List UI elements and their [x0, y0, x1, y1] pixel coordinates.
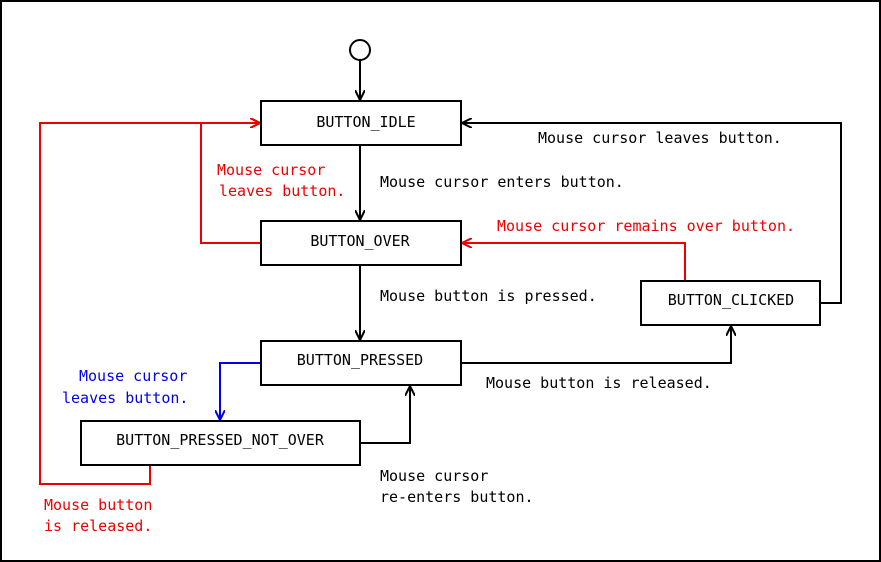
- label-over-to-pressed: Mouse button is pressed.: [380, 287, 597, 305]
- label-over-to-idle-line1: Mouse cursor: [217, 161, 325, 179]
- arrow-clicked-to-idle: [463, 123, 842, 304]
- state-label-pressed: BUTTON_PRESSED: [297, 351, 423, 369]
- state-label-idle: BUTTON_IDLE: [316, 113, 415, 131]
- state-box-idle: [260, 100, 462, 146]
- state-label-pressed-not-over: BUTTON_PRESSED_NOT_OVER: [116, 431, 325, 449]
- arrow-clicked-to-over: [463, 243, 686, 280]
- arrow-pno-to-pressed: [361, 387, 410, 444]
- label-pno-to-pressed-line2: re-enters button.: [380, 488, 534, 506]
- state-label-clicked: BUTTON_CLICKED: [668, 291, 794, 309]
- state-box-pressed-not-over: [80, 420, 361, 466]
- state-box-pressed: [260, 340, 462, 386]
- label-pressed-to-pno-line1: Mouse cursor: [79, 367, 187, 385]
- state-label-over: BUTTON_OVER: [310, 232, 410, 250]
- arrow-pressed-to-clicked: [462, 327, 731, 364]
- label-over-to-idle-line2: leaves button.: [219, 182, 345, 200]
- arrow-pno-to-idle: [39, 123, 259, 485]
- label-clicked-to-idle: Mouse cursor leaves button.: [538, 129, 782, 147]
- label-clicked-to-over: Mouse cursor remains over button.: [497, 217, 795, 235]
- label-pno-to-idle-line2: is released.: [44, 517, 152, 535]
- state-box-clicked: [640, 280, 821, 326]
- label-pno-to-idle-line1: Mouse button: [44, 496, 152, 514]
- initial-state-node: [349, 39, 371, 61]
- state-box-over: [260, 220, 462, 266]
- label-idle-to-over: Mouse cursor enters button.: [380, 173, 624, 191]
- arrow-pressed-to-pno: [220, 362, 260, 419]
- label-pressed-to-pno-line2: leaves button.: [62, 389, 188, 407]
- label-pressed-to-clicked: Mouse button is released.: [486, 374, 712, 392]
- label-pno-to-pressed-line1: Mouse cursor: [380, 467, 488, 485]
